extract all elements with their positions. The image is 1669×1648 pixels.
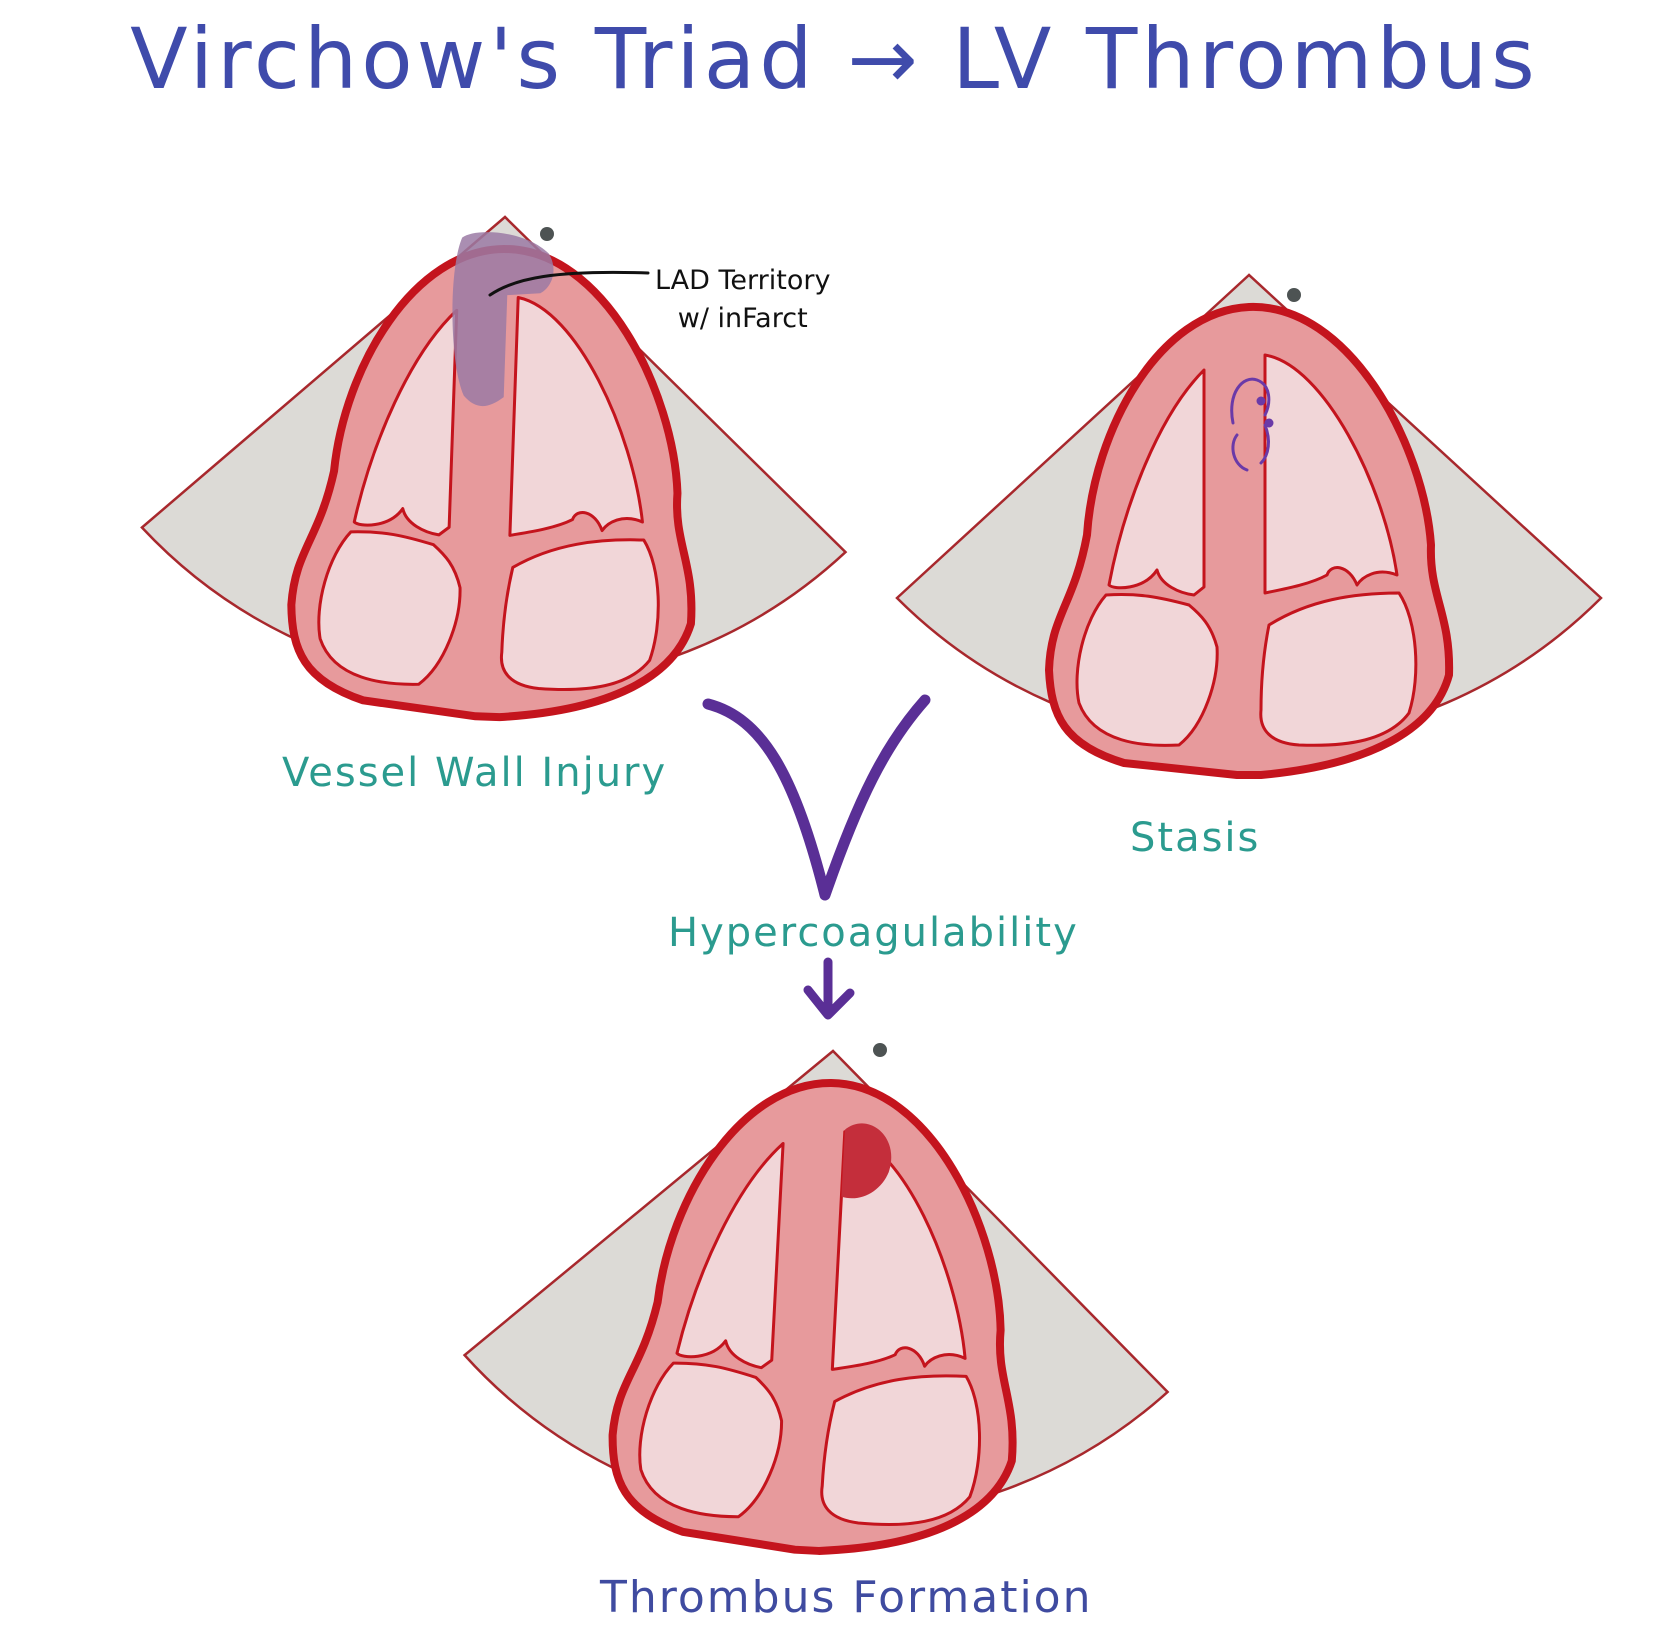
heart-four-chamber-view [455, 1033, 1184, 1569]
probe-marker-icon [873, 1043, 887, 1057]
diagram-title: Virchow's Triad → LV Thrombus [130, 10, 1539, 108]
infarct-territory [452, 232, 554, 407]
thrombus-formation-label: Thrombus Formation [600, 1572, 1093, 1623]
lad-territory-annotation: LAD Territory w/ inFarct [655, 262, 830, 338]
heart-four-chamber-view [897, 275, 1601, 775]
thrombus-formation-echo [455, 1033, 1184, 1569]
probe-marker-icon [1287, 288, 1301, 302]
stasis-echo [897, 275, 1601, 775]
merge-arrow-icon [702, 694, 931, 901]
vessel-wall-injury-label: Vessel Wall Injury [282, 750, 668, 796]
probe-marker-icon [540, 227, 554, 241]
flow-swirl-icon [1230, 377, 1274, 472]
annotation-line-2: w/ inFarct [677, 303, 808, 334]
hypercoagulability-label: Hypercoagulability [668, 910, 1079, 956]
vessel-wall-injury-echo [136, 205, 857, 729]
down-arrow-icon [803, 957, 855, 1020]
annotation-line-1: LAD Territory [655, 265, 831, 296]
annotation-leader-line [488, 270, 650, 297]
stasis-label: Stasis [1130, 815, 1261, 861]
lv-thrombus [841, 1123, 892, 1199]
